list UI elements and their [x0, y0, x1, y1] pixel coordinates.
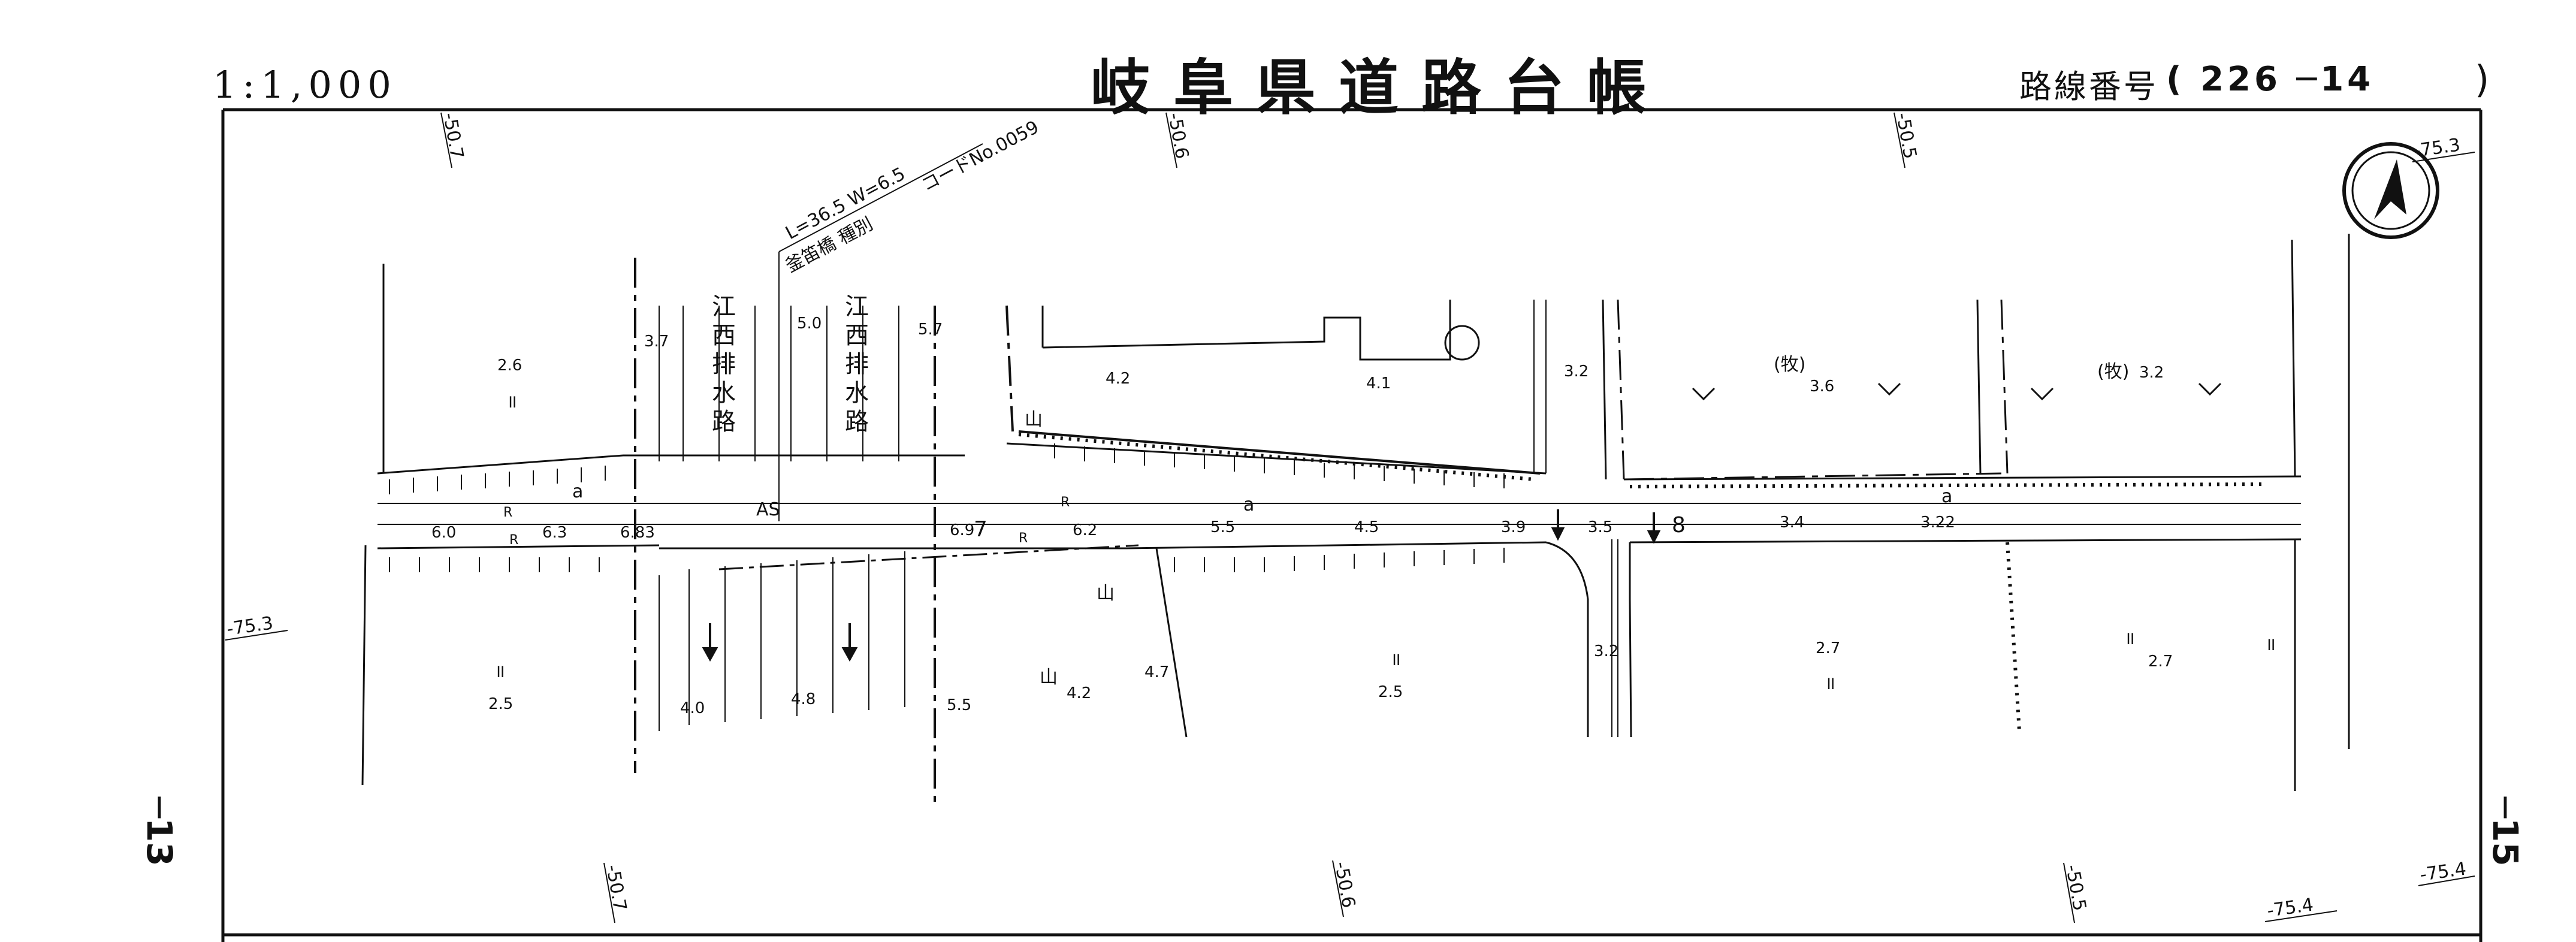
channel-west-char: 西 — [712, 322, 736, 349]
elevation: 5.5 — [1210, 518, 1235, 536]
channel-east-char: 水 — [845, 379, 869, 407]
channel-west-char: 水 — [712, 379, 736, 407]
channel-west-char: 路 — [712, 408, 736, 436]
centerline-elevations: 6.0 6.3 6.83 6.9 6.2 5.5 4.5 3.9 3.5 3.4… — [431, 514, 1955, 542]
orchard-symbol: 山 — [1040, 667, 1058, 688]
bridge-code: コードNo.0059 — [918, 117, 1042, 196]
elevation: 2.6 — [497, 357, 522, 375]
elevation: 3.4 — [1780, 514, 1804, 532]
elevation: 2.7 — [2148, 653, 2173, 671]
channel-east-char: 排 — [845, 351, 869, 378]
orchard-symbol: 山 — [1097, 583, 1115, 604]
field-symbol: ॥ — [506, 391, 517, 412]
elevation: 4.2 — [1067, 684, 1091, 702]
orchard-symbol: 山 — [1025, 409, 1043, 430]
route-number: ( 226 ─14 — [2166, 60, 2375, 99]
elevation: 4.1 — [1366, 375, 1391, 393]
grid-tick-lines — [225, 112, 2475, 923]
elevation: 3.2 — [1594, 642, 1618, 660]
channel-east-char: 江 — [845, 293, 869, 321]
parcel-boundaries — [361, 234, 2350, 791]
elevation: 4.7 — [1144, 663, 1169, 681]
grid-label-bottom: -50.7 — [602, 863, 630, 913]
station-number: 7 — [974, 517, 987, 542]
surface-mark: a — [1243, 494, 1254, 515]
pasture-label: (牧) — [1774, 354, 1805, 375]
grid-label-top: -50.7 — [439, 111, 467, 161]
land-use-labels: (牧) (牧) ॥ ॥ ॥ ॥ ॥ ॥ 山 山 山 — [494, 354, 2276, 694]
elevation: 6.2 — [1073, 521, 1097, 539]
grid-label-bottom: -50.5 — [2061, 863, 2090, 913]
flow-arrows — [702, 509, 1661, 662]
elevation: 6.9 — [950, 521, 974, 539]
r-mark: R — [1061, 495, 1070, 510]
crop-marks — [1692, 382, 2222, 401]
channel-east-char: 路 — [845, 408, 869, 436]
elevation: 4.0 — [680, 699, 705, 717]
field-symbol: ॥ — [1825, 673, 1835, 694]
elevation: 3.2 — [2139, 364, 2164, 382]
elevation: 3.9 — [1501, 518, 1526, 536]
grid-label-bottom: -50.6 — [1330, 860, 1359, 910]
elevation: 2.5 — [1378, 683, 1403, 701]
elevation: 2.7 — [1816, 639, 1840, 657]
field-symbol: ॥ — [2265, 634, 2276, 655]
elevation: 4.5 — [1354, 518, 1379, 536]
r-mark: R — [503, 505, 512, 520]
elevation: 3.6 — [1810, 378, 1834, 395]
route-number-label: 路線番号 — [2019, 68, 2158, 105]
surface-mark: AS — [756, 499, 780, 520]
elevation: 5.5 — [947, 696, 971, 714]
channel-east-char: 西 — [845, 322, 869, 349]
r-mark: R — [1019, 531, 1028, 546]
elevation: 3.22 — [1920, 514, 1955, 532]
field-symbol: ॥ — [494, 661, 505, 682]
field-symbol: ॥ — [1390, 649, 1401, 670]
surface-mark: a — [1941, 486, 1952, 507]
map-frame — [221, 108, 2483, 942]
south-elevations: 2.5 4.0 4.8 5.5 4.2 4.7 2.5 3.2 2.7 2.7 — [488, 639, 2173, 717]
north-elevations: 2.6 3.7 5.0 5.7 4.2 4.1 3.2 3.6 3.2 — [497, 315, 2164, 395]
elevation: 5.7 — [918, 321, 943, 339]
grid-coordinates: -50.7 -50.6 -50.5 -50.7 -50.6 -50.5 -75.… — [225, 111, 2468, 922]
channel-west-char: 江 — [712, 293, 736, 321]
elevation: 3.5 — [1588, 518, 1612, 536]
slope-hatching — [389, 300, 1618, 737]
road-corridor — [377, 258, 2302, 803]
elevation: 4.2 — [1106, 370, 1130, 388]
road-surface-labels: a a a AS R R R R 7 8 — [503, 481, 1952, 548]
elevation: 5.0 — [797, 315, 822, 333]
elevation: 6.0 — [431, 524, 456, 542]
elevation: 6.83 — [620, 524, 655, 542]
elevation: 2.5 — [488, 695, 513, 713]
grid-label-top: -50.6 — [1164, 111, 1192, 161]
route-number-close: ) — [2475, 58, 2490, 101]
grid-label-top: -50.5 — [1892, 111, 1920, 161]
elevation: 3.7 — [644, 333, 669, 351]
station-number: 8 — [1672, 513, 1686, 538]
surface-mark: a — [572, 481, 583, 502]
channel-labels: 江 西 排 水 路 江 西 排 水 路 — [712, 293, 869, 436]
r-mark: R — [509, 533, 518, 548]
guardrail-lines — [1018, 433, 2266, 732]
map-scale: 1:1,000 — [213, 63, 397, 107]
elevation: 6.3 — [542, 524, 567, 542]
channel-west-char: 排 — [712, 351, 736, 378]
north-arrow-icon — [2342, 142, 2439, 239]
pasture-label: (牧) — [2097, 361, 2129, 382]
elevation: 3.2 — [1564, 363, 1589, 381]
elevation: 4.8 — [791, 690, 816, 708]
field-symbol: ॥ — [2124, 628, 2135, 649]
